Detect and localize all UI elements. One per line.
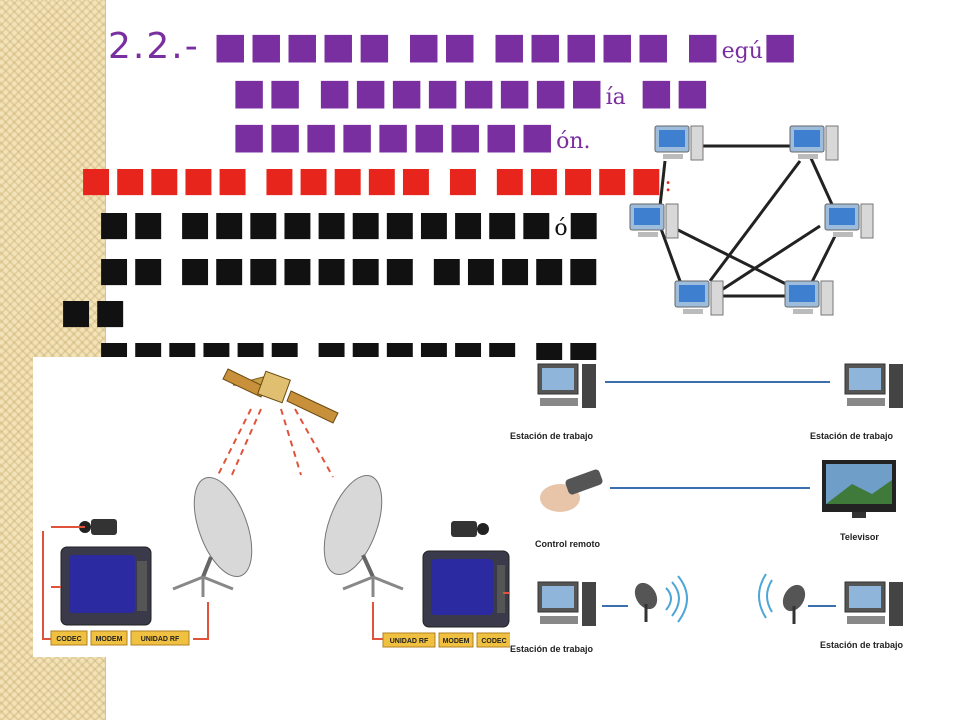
modem-label-right: MODEM xyxy=(443,638,470,645)
workstation-icon xyxy=(844,581,903,626)
computer-icon xyxy=(784,280,834,316)
row-1: Estación de trabajo Estación de trabajo xyxy=(510,363,903,441)
network-computers xyxy=(629,125,874,316)
slide-subtitle: ■■■■■ ■■■■■ ■ ■■■■■: xyxy=(80,160,672,200)
dish-antenna-left xyxy=(172,476,253,597)
workstation-icon xyxy=(537,363,596,408)
satellite-icon xyxy=(222,368,339,424)
slide-title-line-3: ■■■■■■■■■ón. xyxy=(232,116,591,157)
codec-label-left: CODEC xyxy=(56,636,81,643)
camera-right-icon xyxy=(451,521,489,537)
row3-right-caption: Estación de trabajo xyxy=(820,640,904,650)
modem-label-left: MODEM xyxy=(96,636,123,643)
computer-icon xyxy=(674,280,724,316)
row1-right-caption: Estación de trabajo xyxy=(810,431,894,441)
computer-icon xyxy=(789,125,839,161)
network-links xyxy=(658,144,837,298)
computer-icon xyxy=(629,203,679,239)
row-3: Estación de trabajo Estación de trabajo xyxy=(510,573,904,654)
rf-unit-label-left: UNIDAD RF xyxy=(141,636,180,643)
body-line-2: ■■ ■■■■■■■ ■■■■■ xyxy=(98,250,602,290)
left-equipment-boxes: CODEC MODEM UNIDAD RF xyxy=(50,630,190,646)
tv-right-icon xyxy=(422,550,510,628)
row-2: Control remoto Televisor xyxy=(535,460,896,549)
codec-label-right: CODEC xyxy=(481,638,506,645)
dish-antenna-right xyxy=(323,474,404,597)
wireless-devices-diagram: Estación de trabajo Estación de trabajo … xyxy=(510,360,920,660)
satellite-link-diagram: CODEC MODEM UNIDAD RF UNIDAD RF MODEM CO… xyxy=(33,357,523,657)
slide-title-line-2: ■■ ■■■■■■■■ía ■■ xyxy=(232,72,712,113)
workstation-icon xyxy=(537,581,596,626)
rf-unit-label-right: UNIDAD RF xyxy=(390,638,429,645)
remote-control-icon xyxy=(540,469,603,512)
tv-left-icon xyxy=(60,546,152,626)
computer-icon xyxy=(824,203,874,239)
row3-left-caption: Estación de trabajo xyxy=(510,644,594,654)
computer-icon xyxy=(654,125,704,161)
workstation-icon xyxy=(844,363,903,408)
wireless-antenna-right-icon xyxy=(758,573,806,624)
row2-right-caption: Televisor xyxy=(840,532,879,542)
row2-left-caption: Control remoto xyxy=(535,539,600,549)
slide-title-line-1: 2.2.- ■■■■■ ■■ ■■■■■ ■egú■ xyxy=(108,26,799,67)
mesh-network-diagram xyxy=(629,125,874,316)
rf-uplink-arrows xyxy=(217,408,334,478)
row1-left-caption: Estación de trabajo xyxy=(510,431,594,441)
body-line-1: ■■ ■■■■■■■■■■■ó■ xyxy=(98,204,602,244)
body-line-3: ■■ xyxy=(60,292,129,332)
wireless-antenna-left-icon xyxy=(634,575,688,623)
television-icon xyxy=(822,460,896,518)
right-equipment-boxes: UNIDAD RF MODEM CODEC xyxy=(382,632,512,648)
